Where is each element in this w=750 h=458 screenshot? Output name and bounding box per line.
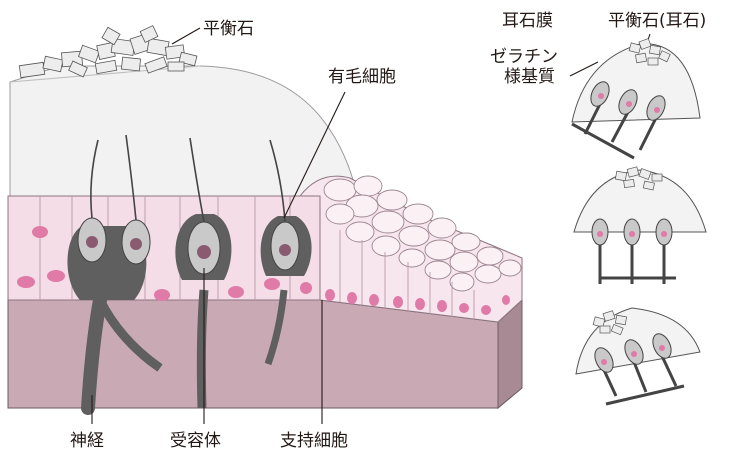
hair-cell-cluster-2 (175, 137, 232, 409)
label-otolithic-membrane: 耳石膜 (502, 11, 553, 31)
hair-cell-cluster-1 (67, 134, 163, 415)
mini-view-bottom (575, 307, 701, 406)
label-gelatin-1: ゼラチン (490, 47, 558, 67)
label-nerve: 神経 (70, 431, 104, 451)
cobble-cells (323, 175, 522, 292)
label-supporting-cell: 支持細胞 (280, 431, 348, 451)
label-otolith-paren: 平衡石(耳石) (608, 11, 706, 31)
basement-tissue (7, 299, 499, 409)
mini-view-top (571, 38, 701, 160)
gelatin-membrane (9, 65, 359, 201)
mini-view-middle (573, 166, 707, 284)
main-labels: 平衡石 有毛細胞 神経 受容体 支持細胞 (70, 19, 396, 451)
main-block (7, 25, 523, 415)
right-labels: 耳石膜 平衡石(耳石) ゼラチン 様基質 (490, 11, 706, 87)
hair-cell-cluster-3 (260, 139, 312, 366)
otolith-crystals (18, 25, 198, 79)
label-otolith: 平衡石 (203, 19, 254, 39)
label-hair-cell: 有毛細胞 (328, 67, 396, 87)
label-gelatin-2: 様基質 (504, 67, 555, 87)
label-receptor: 受容体 (170, 431, 221, 451)
